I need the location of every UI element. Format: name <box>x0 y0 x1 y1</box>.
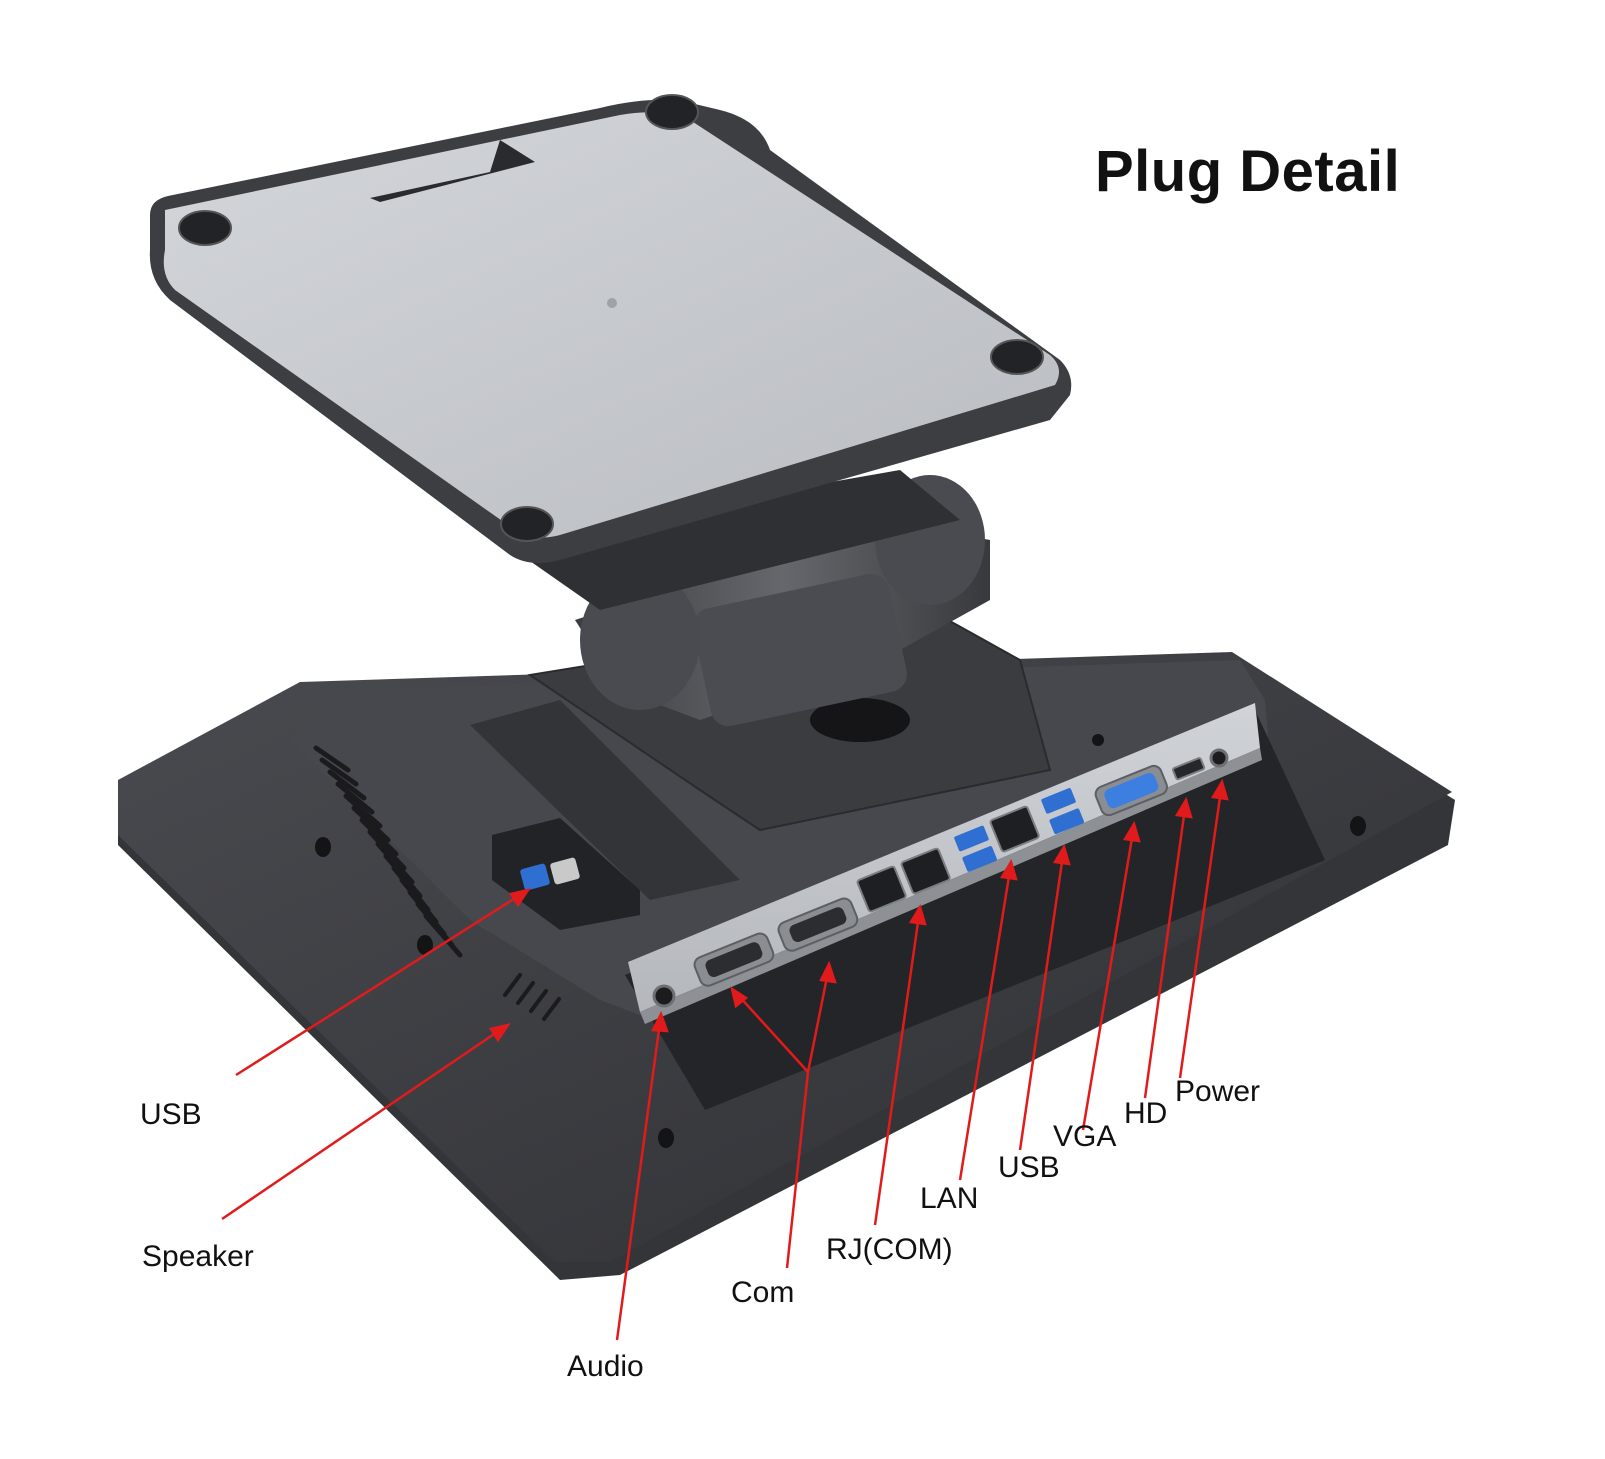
hd-port <box>1172 757 1206 781</box>
callout-line-usb-rear <box>1018 854 1065 1151</box>
label-com: Com <box>731 1276 795 1309</box>
callout-line-audio <box>615 1021 662 1341</box>
side-usb2-port <box>550 857 580 885</box>
com-port-1 <box>693 932 775 987</box>
callout-line-power <box>1178 789 1223 1079</box>
label-rj-com: RJ(COM) <box>826 1233 953 1266</box>
callout-line-vga <box>1081 831 1135 1131</box>
power-jack <box>1209 748 1229 768</box>
base-screw-holes <box>315 734 1366 1148</box>
label-vga: VGA <box>1053 1120 1117 1153</box>
stand <box>149 94 1072 900</box>
lan-port <box>989 805 1040 853</box>
callout-line-lan <box>958 869 1012 1181</box>
callout-line-speaker <box>221 1028 501 1221</box>
stand-top-plate <box>163 112 1059 538</box>
callout-line-usb-side <box>235 893 521 1077</box>
label-audio: Audio <box>567 1350 644 1383</box>
rj-com-port-1 <box>856 865 907 913</box>
page-title: Plug Detail <box>1095 139 1401 204</box>
callout-line-rj-com <box>873 914 921 1226</box>
callout-lines <box>221 778 1229 1341</box>
plate-notch <box>370 140 535 202</box>
plate-feet <box>178 94 1044 542</box>
callout-line-hd <box>1143 807 1187 1099</box>
callout-line-com-c <box>785 1071 810 1269</box>
vent-grille <box>313 745 463 958</box>
io-ports <box>652 748 1229 1008</box>
label-usb-side: USB <box>140 1098 202 1131</box>
label-speaker: Speaker <box>142 1240 254 1273</box>
usb3-stack-1 <box>954 825 997 872</box>
rj-com-port-2 <box>900 847 951 895</box>
callout-line-com-a <box>737 994 809 1073</box>
label-usb-rear: USB <box>998 1151 1060 1184</box>
side-usb3-port <box>520 863 550 891</box>
label-lan: LAN <box>920 1182 979 1215</box>
cable-hole <box>810 698 910 742</box>
vga-port <box>1094 764 1168 817</box>
label-hd: HD <box>1124 1097 1168 1130</box>
stand-hinge-arm <box>693 573 907 727</box>
speaker-grille <box>503 973 561 1021</box>
audio-jack <box>652 984 676 1008</box>
com-port-2 <box>777 897 859 952</box>
usb3-stack-2 <box>1041 788 1084 835</box>
label-power: Power <box>1175 1075 1261 1108</box>
callout-line-com-b <box>806 971 830 1073</box>
